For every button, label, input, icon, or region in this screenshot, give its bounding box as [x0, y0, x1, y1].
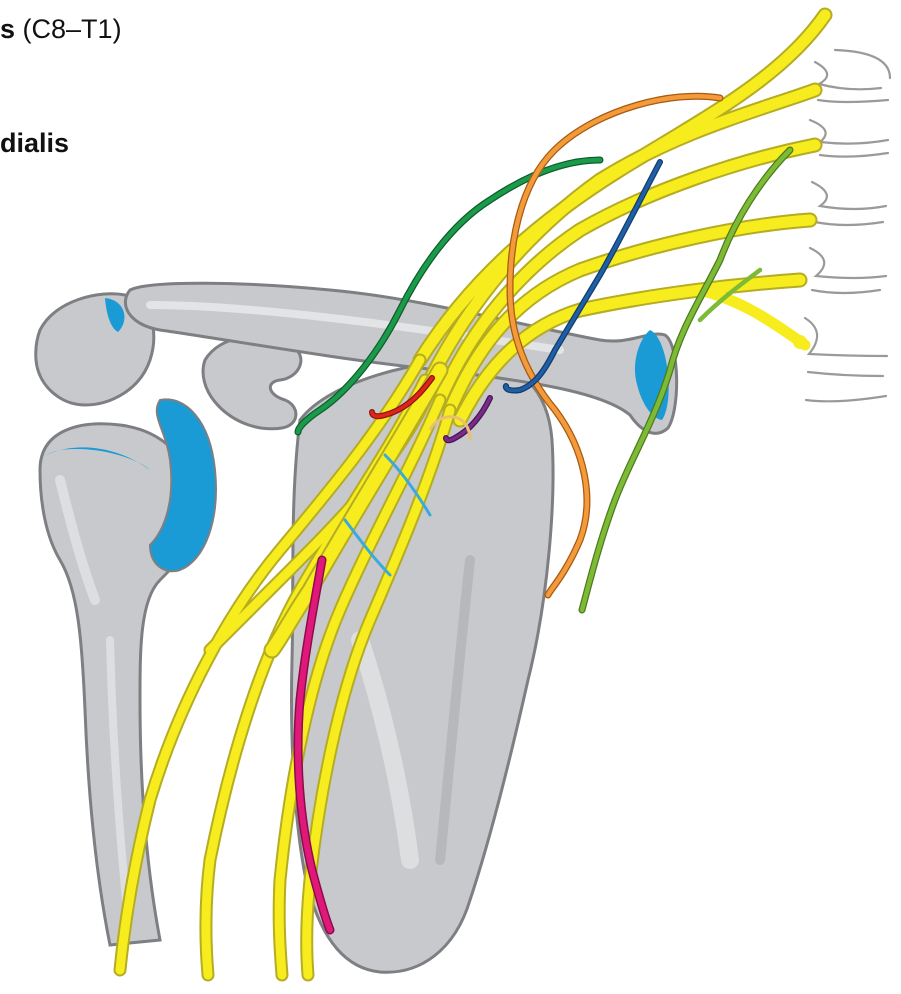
vertebra-outline	[808, 372, 883, 376]
vertebra-outline	[820, 153, 888, 157]
vertebra-outline	[818, 100, 888, 102]
vertebra-outline	[812, 182, 886, 209]
vertebral-column	[805, 50, 890, 401]
vertebra-outline	[835, 50, 890, 78]
vertebra-outline	[815, 62, 881, 89]
vertebra-outline	[812, 290, 880, 293]
vertebra-outline	[810, 120, 888, 144]
nerve-root-cap	[793, 335, 807, 349]
nerve-root	[700, 290, 805, 345]
vertebra-outline	[810, 248, 886, 278]
vertebra-outline	[805, 318, 887, 356]
vertebra-outline	[806, 396, 886, 401]
vertebra-outline	[815, 222, 883, 225]
